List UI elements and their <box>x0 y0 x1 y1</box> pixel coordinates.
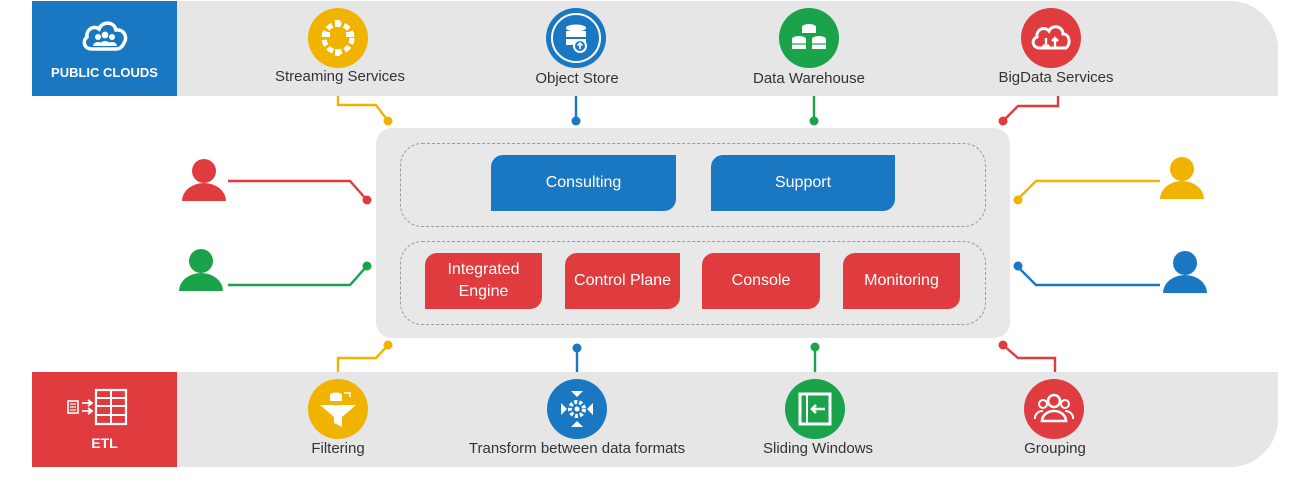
bigdata-cloud-icon <box>1031 25 1071 50</box>
filter-funnel-icon <box>320 392 356 427</box>
transform-label: Transform between data formats <box>468 440 686 457</box>
object-store-label: Object Store <box>535 70 619 87</box>
user-icon <box>182 159 226 201</box>
console-card: Console <box>702 253 820 309</box>
grouping-node <box>1024 379 1084 439</box>
public-clouds-badge: PUBLIC CLOUDS <box>32 1 177 96</box>
grouping-label: Grouping <box>1024 440 1086 457</box>
streaming-services-label: Streaming Services <box>274 68 406 85</box>
sliding-window-icon <box>798 392 832 426</box>
components-group <box>400 241 986 325</box>
user-icon <box>179 249 223 291</box>
streaming-icon <box>321 20 355 56</box>
support-card: Support <box>711 155 895 211</box>
etl-badge: ETL <box>32 372 177 467</box>
monitoring-card: Monitoring <box>843 253 960 309</box>
public-clouds-label: PUBLIC CLOUDS <box>51 65 158 80</box>
data-warehouse-icon <box>792 24 826 49</box>
transform-node <box>547 379 607 439</box>
transform-gears-icon <box>561 391 593 427</box>
data-warehouse-node <box>779 8 839 68</box>
filtering-node <box>308 379 368 439</box>
sliding-windows-label: Sliding Windows <box>762 440 874 457</box>
cloud-users-icon <box>82 21 128 51</box>
sliding-windows-node <box>785 379 845 439</box>
etl-icon <box>67 388 128 426</box>
user-icon <box>1163 251 1207 293</box>
user-icon <box>1160 157 1204 199</box>
group-users-icon <box>1033 393 1075 423</box>
object-store-node <box>546 8 606 68</box>
object-store-icon <box>551 13 601 63</box>
consulting-card: Consulting <box>491 155 676 211</box>
bigdata-services-node <box>1021 8 1081 68</box>
data-warehouse-label: Data Warehouse <box>752 70 866 87</box>
bigdata-services-label: BigData Services <box>998 69 1114 86</box>
services-group <box>400 143 986 227</box>
control-plane-card: Control Plane <box>565 253 680 309</box>
integrated-engine-card: Integrated Engine <box>425 253 542 309</box>
streaming-services-node <box>308 8 368 68</box>
etl-label: ETL <box>91 435 118 451</box>
filtering-label: Filtering <box>311 440 365 457</box>
